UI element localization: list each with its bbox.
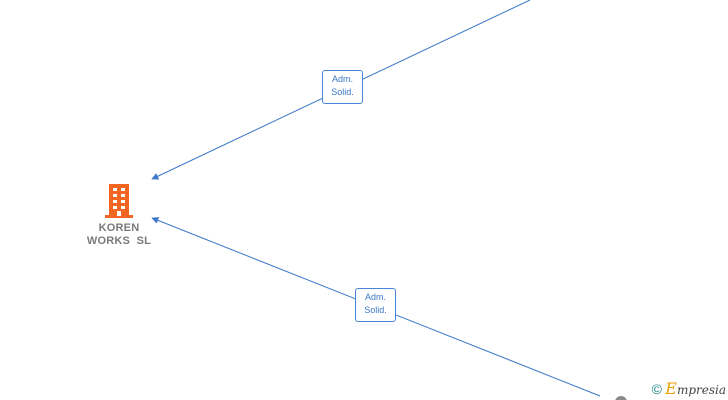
empresia-watermark: © Empresia bbox=[652, 381, 726, 398]
copyright-icon: © bbox=[651, 381, 662, 397]
brand-initial: E bbox=[665, 379, 677, 398]
building-icon bbox=[105, 184, 133, 218]
company-name-line1: KOREN bbox=[98, 222, 140, 234]
edge-label-bottom[interactable]: Adm. Solid. bbox=[355, 288, 396, 322]
company-name-line2: WORKS SL bbox=[86, 235, 152, 247]
edge-label-top[interactable]: Adm. Solid. bbox=[322, 70, 363, 104]
edge-label-bottom-line2: Solid. bbox=[364, 305, 387, 315]
company-node[interactable]: KOREN WORKS SL bbox=[74, 182, 164, 248]
edge-label-top-line1: Adm. bbox=[331, 74, 353, 84]
brand-name: mpresia bbox=[676, 383, 726, 397]
edge-label-top-line2: Solid. bbox=[331, 87, 354, 97]
partial-node-icon bbox=[615, 396, 627, 400]
edge-label-bottom-line1: Adm. bbox=[364, 292, 386, 302]
